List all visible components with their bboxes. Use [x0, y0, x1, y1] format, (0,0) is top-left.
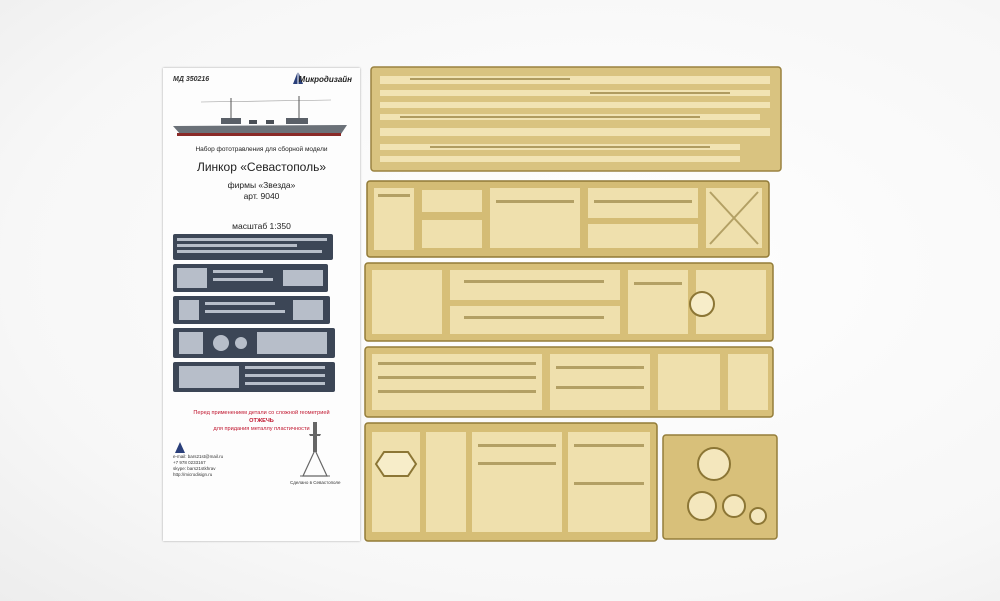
warning-text-line1: Перед применением детали со сложной геом…: [193, 410, 330, 416]
contact-phone: +7 978 0233167: [173, 460, 206, 465]
scale-label: масштаб 1:350: [232, 221, 291, 231]
fret-3: [364, 262, 774, 342]
article-number: арт. 9040: [243, 191, 280, 201]
fret-2: [366, 180, 770, 258]
monument-icon: [300, 422, 330, 477]
contact-email: e-mail: bars21st@mail.ru: [173, 454, 224, 459]
fret-1: [370, 66, 782, 172]
made-in-label: Сделано в Севастополе: [290, 480, 341, 485]
brand-logo-icon: [293, 71, 303, 84]
warning-text-line3: для придания металлу пластичности: [213, 426, 310, 432]
manufacturer: фирмы «Звезда»: [227, 180, 296, 190]
contact-site: http://microdisign.ru: [173, 472, 213, 477]
warning-text-line2: ОТЖЕЧЬ: [249, 418, 274, 424]
contact-skype: skype: bars21stkhrav: [173, 466, 216, 471]
instruction-card: МД 350216 Микродизайн Набор фототравлени…: [163, 68, 360, 541]
battleship-illustration: [173, 96, 347, 136]
model-title: Линкор «Севастополь»: [196, 160, 327, 174]
brand-logo-small-icon: [175, 442, 185, 453]
product-code: МД 350216: [173, 76, 210, 83]
set-description: Набор фототравления для сборной модели: [195, 146, 328, 153]
brand-name: Микродизайн: [298, 75, 352, 84]
fret-thumbnails: [173, 234, 335, 392]
fret-6: [662, 434, 778, 540]
fret-4: [364, 346, 774, 418]
fret-5: [364, 422, 658, 542]
